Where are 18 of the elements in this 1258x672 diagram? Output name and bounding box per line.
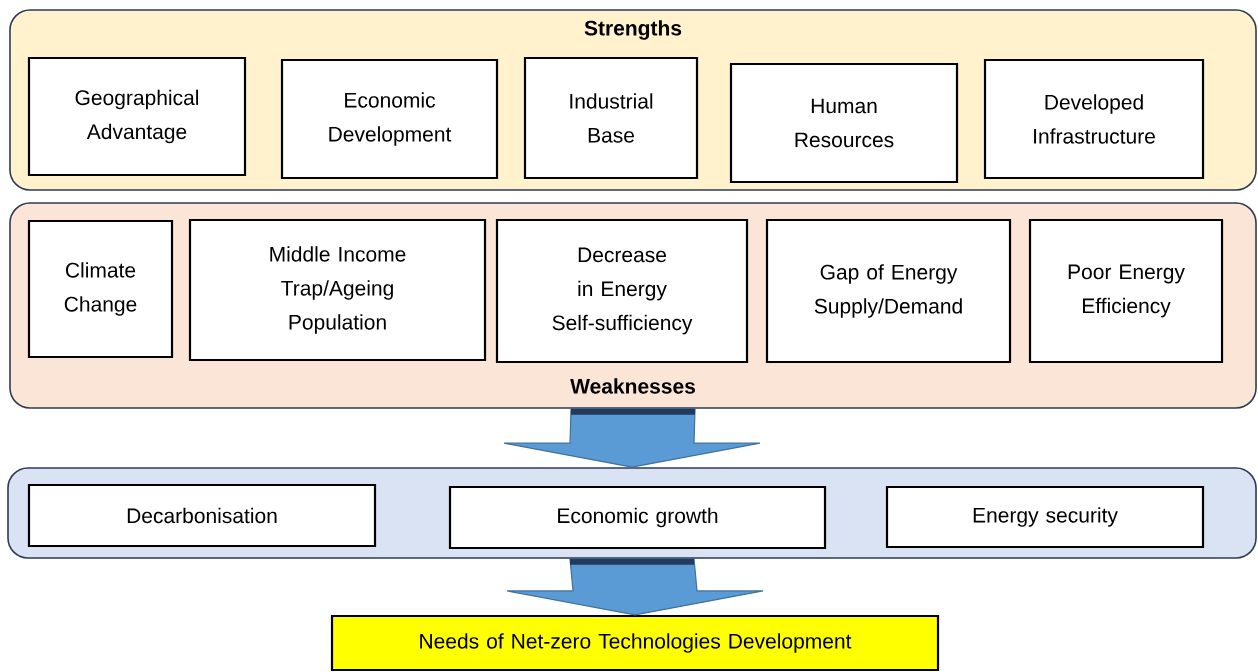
- panel-title: Weaknesses: [570, 378, 695, 394]
- text-box: Energy security: [885, 485, 1205, 549]
- text-box: Economic growth: [448, 485, 827, 550]
- text-box: Geographical Advantage: [27, 56, 247, 177]
- text-box: Decarbonisation: [27, 483, 377, 548]
- text-box: Decrease in Energy Self-sufficiency: [495, 218, 749, 364]
- text-box: Developed Infrastructure: [983, 58, 1205, 180]
- text-box: Climate Change: [27, 219, 174, 359]
- block-arrow: [503, 408, 761, 468]
- text-box: Needs of Net-zero Technologies Development: [330, 614, 940, 672]
- text-box: Gap of Energy Supply/Demand: [765, 218, 1012, 364]
- text-box: Middle Income Trap/Ageing Population: [188, 218, 487, 362]
- text-box: Poor Energy Efficiency: [1028, 218, 1224, 364]
- text-box: Human Resources: [729, 62, 959, 184]
- text-box: Economic Development: [280, 58, 499, 180]
- panel-title: Strengths: [584, 20, 682, 40]
- block-arrow: [506, 558, 764, 616]
- text-box: Industrial Base: [523, 56, 699, 180]
